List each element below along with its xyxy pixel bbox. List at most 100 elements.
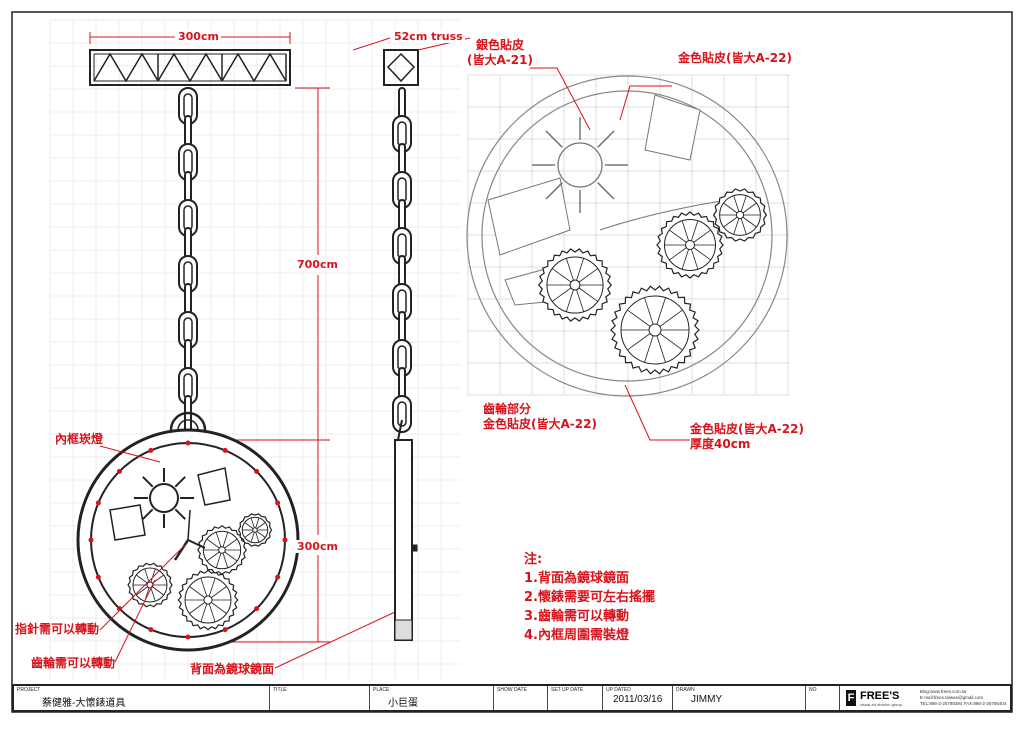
leader-line <box>352 37 391 51</box>
inner-frame-light <box>254 468 260 474</box>
note-item: 2.懷錶需要可左右搖擺 <box>524 590 655 605</box>
gear-large-hub <box>203 595 213 605</box>
inner-frame-light <box>222 627 228 633</box>
detail-gear-tiny-hub <box>735 210 745 220</box>
chain-link-hole <box>397 401 407 427</box>
place-cell: PLACE 小巨蛋 <box>370 686 494 710</box>
inner-frame-light <box>148 627 154 633</box>
callout-line: (皆大A-21) <box>467 53 533 67</box>
contact-blog: Blog:www.frees.com.tw <box>919 689 967 694</box>
sheet-border <box>11 11 1013 713</box>
sun-ray <box>174 476 186 488</box>
callout-line: 金色貼皮(皆大A-22) <box>690 422 804 436</box>
drawn-value: JIMMY <box>691 694 723 705</box>
drawn-cell: DRAWN JIMMY <box>673 686 806 710</box>
callout-line: 金色貼皮(皆大A-22) <box>483 417 597 431</box>
contact-info: Blog:www.frees.com.tw E-mail:frees.taiwa… <box>920 689 1007 707</box>
inner-frame-light <box>254 606 260 612</box>
sun-ray <box>142 476 154 488</box>
inner-frame-light <box>185 634 191 640</box>
gear-medium-hub <box>218 546 226 554</box>
clock-hand-minute <box>187 539 206 549</box>
detail-sun <box>557 142 603 188</box>
truss-diagonal <box>221 52 287 83</box>
detail-gear-small-hub <box>569 279 581 291</box>
detail-sun-ray <box>545 182 563 200</box>
dim-clock-height: 300cm <box>295 540 340 553</box>
leader-line <box>99 445 161 463</box>
no-caption: NO <box>809 687 817 693</box>
inner-frame-light <box>185 440 191 446</box>
clock-side-view <box>394 439 413 641</box>
callout-gold-skin: 金色貼皮(皆大A-22) <box>678 51 792 65</box>
inner-frame-light <box>88 537 94 543</box>
detail-plate <box>487 177 571 256</box>
truss-diagonal <box>157 52 223 83</box>
callout-gold-thickness: 金色貼皮(皆大A-22) 厚度40cm <box>690 422 804 452</box>
callout-line: 厚度40cm <box>690 437 751 451</box>
detail-gear-large-hub <box>648 323 662 337</box>
gear-tiny-hub <box>252 527 258 533</box>
note-item: 1.背面為鏡球鏡面 <box>524 571 629 586</box>
leader-line <box>624 384 690 441</box>
truss-diagonal <box>93 52 159 83</box>
logo-name: FREE'S <box>860 689 900 702</box>
plate-silver <box>197 467 231 506</box>
updated-cell: UP DATED 2011/03/16 <box>603 686 673 710</box>
project-value: 蔡健雅-大懷錶道具 <box>42 698 126 709</box>
callout-inner-frame-light: 內框崁燈 <box>55 432 104 446</box>
clock-side-mirror <box>394 619 413 641</box>
detail-gear-medium-hub <box>685 240 695 250</box>
detail-outer-rim <box>466 75 788 397</box>
notes: 注: 1.背面為鏡球鏡面 2.懷錶需要可左右搖擺 3.齒輪需可以轉動 4.內框周… <box>524 550 655 645</box>
callout-gears-part: 齒輪部分 金色貼皮(皆大A-22) <box>483 402 597 432</box>
leader-line <box>274 611 396 669</box>
detail-sun-ray <box>597 130 615 148</box>
dim-truss-size: 52cm truss <box>392 30 465 43</box>
detail-inner-rim <box>481 90 773 382</box>
dim-chain-length: 700cm <box>295 258 340 271</box>
sun-ornament <box>149 483 179 513</box>
hand-axis <box>411 544 418 552</box>
callout-gears-rotate: 齒輪需可以轉動 <box>31 656 116 670</box>
inner-frame-light <box>116 468 122 474</box>
inner-frame-light <box>95 574 101 580</box>
note-item: 4.內框周圍需裝燈 <box>524 628 629 643</box>
setup-date-cell: SET UP DATE <box>548 686 603 710</box>
callout-hands-rotate: 指針需可以轉動 <box>15 622 100 636</box>
plate-silver <box>109 504 146 541</box>
project-caption: PROJECT <box>17 687 41 693</box>
callout-silver-skin: 銀色貼皮 (皆大A-21) <box>467 38 533 68</box>
truss-front <box>89 49 291 86</box>
contact-email: E-mail:frees.taiwan@gmail.com <box>919 695 984 700</box>
note-item: 3.齒輪需可以轉動 <box>524 609 629 624</box>
place-caption: PLACE <box>373 687 390 693</box>
callout-line: 銀色貼皮 <box>475 38 524 52</box>
inner-frame-light <box>282 537 288 543</box>
updated-caption: UP DATED <box>606 687 631 693</box>
title-block: PROJECT 蔡健雅-大懷錶道具 TITLE PLACE 小巨蛋 SHOW D… <box>12 684 1012 712</box>
logo-text: FREE'S visual art division group <box>860 690 902 707</box>
leader-line <box>619 85 672 121</box>
logo-sub: visual art division group <box>860 701 902 707</box>
show-date-caption: SHOW DATE <box>497 687 527 693</box>
truss-side <box>383 49 419 86</box>
setup-date-caption: SET UP DATE <box>551 687 584 693</box>
inner-frame-light <box>148 447 154 453</box>
inner-frame-light <box>275 500 281 506</box>
callout-back-mirror: 背面為鏡球鏡面 <box>190 662 275 676</box>
project-cell: PROJECT 蔡健雅-大懷錶道具 <box>14 686 270 710</box>
company-logo-cell: F FREE'S visual art division group Blog:… <box>840 686 1010 710</box>
clock-hand-second <box>187 509 191 541</box>
detail-sun-ray <box>597 182 615 200</box>
dim-truss-width: 300cm <box>176 30 221 43</box>
hanger <box>397 419 403 441</box>
no-cell: NO <box>806 686 840 710</box>
frees-logo-icon: F <box>846 690 856 706</box>
updated-value: 2011/03/16 <box>613 694 663 705</box>
callout-line: 齒輪部分 <box>483 402 532 416</box>
leader-line <box>530 67 591 131</box>
truss-side-diamond <box>386 52 416 83</box>
